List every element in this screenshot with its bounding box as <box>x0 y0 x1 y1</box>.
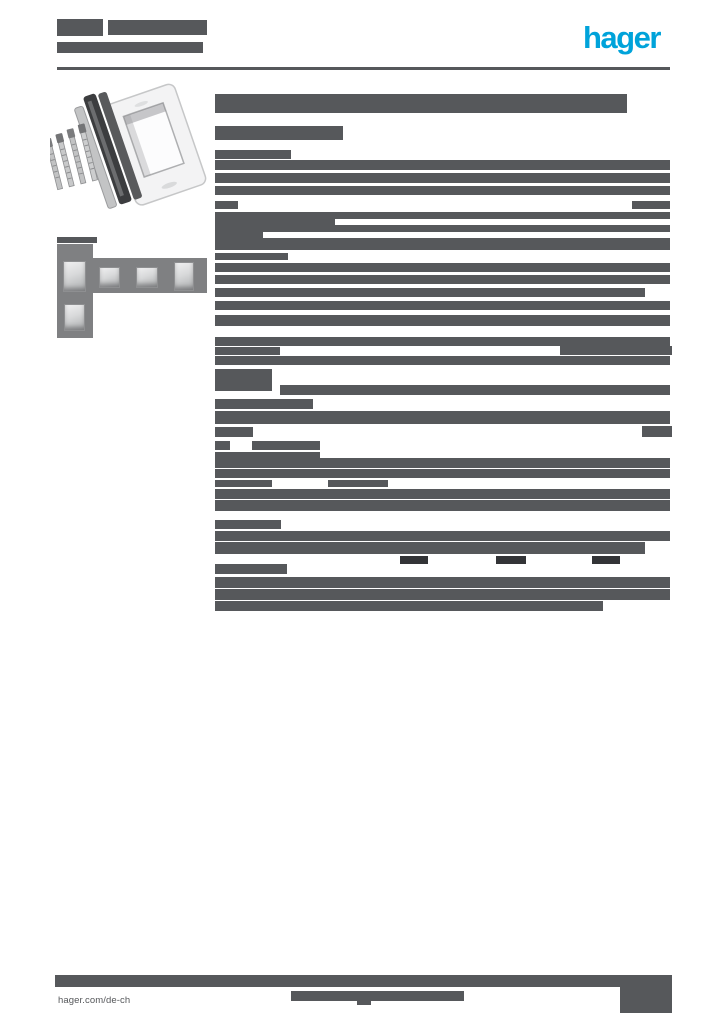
text-line-bar <box>215 173 670 183</box>
text-line-bar <box>215 411 670 420</box>
text-line-bar <box>215 160 670 170</box>
text-line-bar <box>280 385 670 395</box>
label-bar <box>215 441 230 450</box>
text-fragment-bar <box>215 253 288 260</box>
text-line-bar <box>215 356 670 365</box>
label-bar <box>215 520 281 529</box>
section-heading-bar <box>215 126 343 140</box>
header-title-bar <box>108 20 207 35</box>
hager-logo: hager <box>583 20 661 55</box>
header-rule <box>57 67 670 70</box>
text-line-bar <box>215 275 670 284</box>
label-bar <box>252 441 320 450</box>
text-line-bar <box>215 416 670 424</box>
page-title-bar <box>215 94 627 113</box>
text-line-bar <box>215 263 670 272</box>
footer-center-text-bar <box>357 1001 371 1005</box>
header-title-bar <box>57 19 103 36</box>
text-line-bar <box>215 577 670 588</box>
screws <box>50 123 98 191</box>
label-bar <box>215 452 320 460</box>
text-fragment-bar <box>642 426 672 437</box>
heading-bar <box>215 369 272 391</box>
text-line-bar <box>215 458 670 468</box>
text-fragment-bar <box>632 201 670 209</box>
label-bar <box>215 564 287 574</box>
text-line-bar <box>215 542 645 554</box>
text-line-bar <box>215 589 670 600</box>
label-bar <box>215 480 272 487</box>
text-line-bar <box>215 337 670 346</box>
text-fragment-bar <box>328 480 388 487</box>
header-subtitle-bar <box>57 42 203 53</box>
footer-page-number-box <box>620 984 672 1013</box>
text-line-bar <box>215 531 670 541</box>
related-product-thumbnail <box>174 262 194 291</box>
text-line-bar <box>215 150 291 159</box>
related-product-thumbnail <box>64 304 85 331</box>
text-line-bar <box>215 212 670 219</box>
footer-center-text-bar <box>291 991 464 1001</box>
text-line-bar <box>215 601 603 611</box>
text-line-bar <box>215 469 670 478</box>
text-line-bar <box>215 288 645 297</box>
text-line-bar <box>215 315 670 326</box>
text-fragment-bar <box>215 201 238 209</box>
related-products-heading-bar <box>57 237 97 243</box>
dark-word-bar <box>496 556 526 564</box>
dark-word-bar <box>400 556 428 564</box>
footer-website-box: hager.com/de-ch <box>56 988 152 1013</box>
text-line-bar <box>215 186 670 195</box>
text-line-bar <box>215 489 670 499</box>
label-bar <box>215 399 313 409</box>
footer-rule-band <box>55 975 672 987</box>
text-line-bar <box>215 238 670 250</box>
footer-website-link[interactable]: hager.com/de-ch <box>58 995 131 1006</box>
text-line-bar <box>215 500 670 511</box>
text-line-bar <box>215 301 670 310</box>
text-fragment-bar <box>215 232 263 238</box>
product-photo <box>50 83 207 209</box>
text-fragment-bar <box>215 219 335 225</box>
related-product-thumbnail <box>63 261 86 292</box>
label-bar <box>215 347 280 355</box>
related-product-thumbnail <box>99 267 120 288</box>
value-bar-right <box>560 346 672 355</box>
dark-word-bar <box>592 556 620 564</box>
related-product-thumbnail <box>136 267 158 288</box>
text-line-bar <box>215 225 670 232</box>
label-bar <box>215 427 253 437</box>
